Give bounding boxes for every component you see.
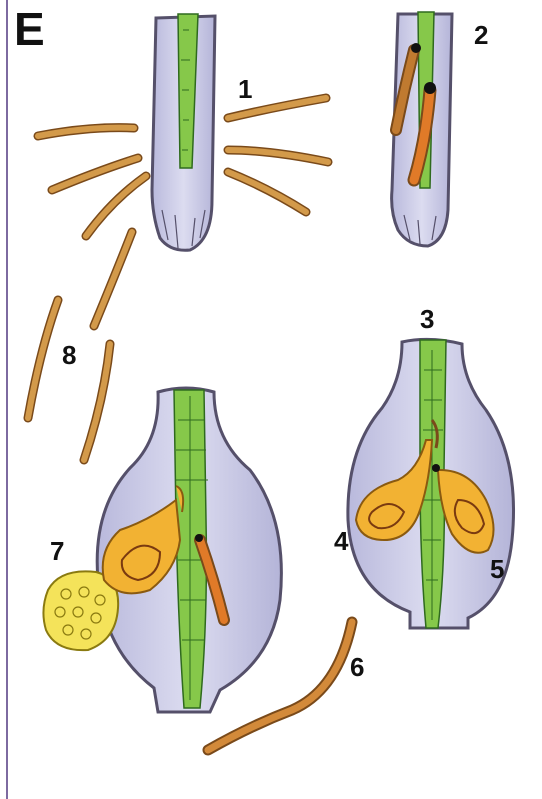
root-gall-7 [43,388,281,712]
stage-label-6: 6 [350,654,364,680]
root-tip-2 [392,12,452,246]
stage-label-8: 8 [62,342,76,368]
root-tip-1 [152,14,215,250]
root-gall-3 [348,339,514,628]
stage-label-2: 2 [474,22,488,48]
stage-label-3: 3 [420,306,434,332]
juvenile-nematodes-stage-8 [28,232,132,460]
stage-label-1: 1 [238,76,252,102]
stage-label-5: 5 [490,556,504,582]
stage-label-7: 7 [50,538,64,564]
stage-label-4: 4 [334,528,348,554]
